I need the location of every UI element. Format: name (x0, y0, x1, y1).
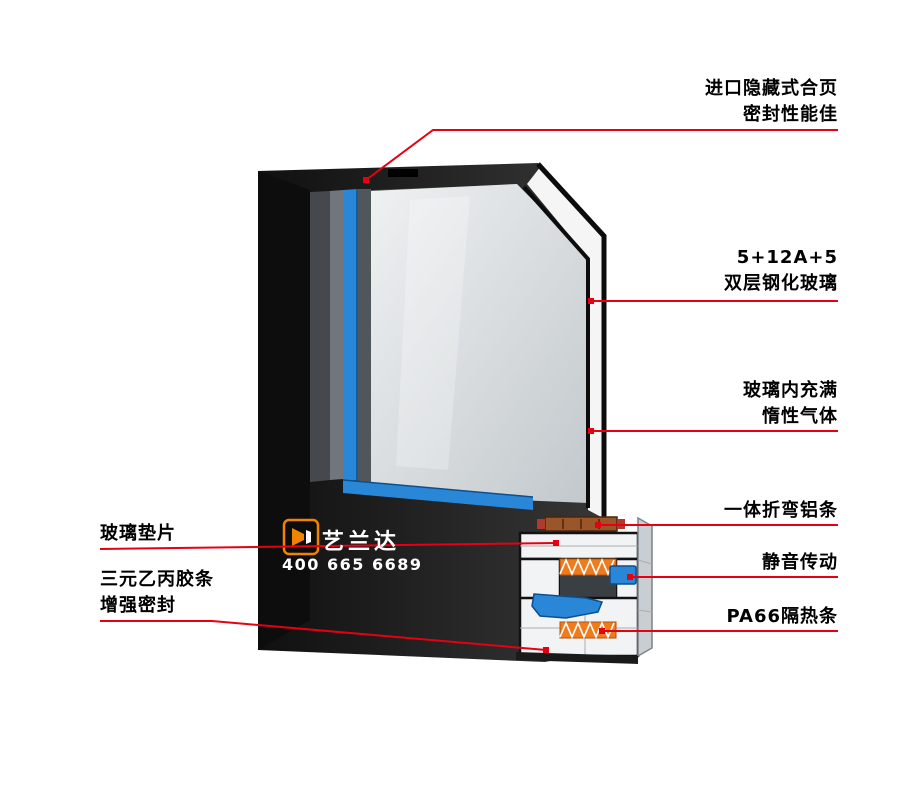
profile-bottom-lip (516, 652, 638, 664)
callout-text-line: 惰性气体 (762, 406, 838, 427)
callout-text-line: 密封性能佳 (743, 104, 838, 125)
callout-label-epdm: 三元乙丙胶条 增强密封 (100, 567, 214, 619)
marker-glass-spacer (553, 540, 559, 546)
aluminum-chamber-left (518, 557, 562, 601)
callout-label-glass: 5+12A+5 双层钢化玻璃 (724, 245, 838, 297)
marker-epdm (543, 647, 549, 653)
outer-pane-edge (536, 162, 607, 517)
callout-label-hinge: 进口隐藏式合页 密封性能佳 (705, 76, 838, 128)
callout-text-line: 进口隐藏式合页 (705, 78, 838, 99)
edge-strip-1 (310, 191, 330, 482)
glazing-edge-strips (310, 189, 371, 486)
callout-text-line: 一体折弯铝条 (724, 500, 838, 521)
marker-inert-gas (588, 428, 594, 434)
thermal-break-zigzag-upper (559, 557, 615, 577)
callout-text-line: 玻璃内充满 (743, 380, 838, 401)
callout-text-line: 三元乙丙胶条 (100, 569, 214, 590)
glass-pane-face (371, 184, 588, 503)
callout-lines (99, 129, 838, 651)
leader-hinge (365, 129, 838, 181)
callout-label-pa66: PA66隔热条 (726, 604, 838, 630)
bottom-profile-section (516, 516, 653, 664)
brand-name: 艺兰达 (322, 530, 401, 555)
edge-strip-3 (358, 189, 371, 486)
callout-label-silent-drive: 静音传动 (762, 550, 838, 576)
callout-text-line: 玻璃垫片 (100, 523, 176, 544)
end-cap-line (637, 609, 653, 613)
brand-phone: 400 665 6689 (282, 555, 423, 574)
callout-text-line: 5+12A+5 (736, 247, 838, 268)
marker-silent-drive (627, 574, 633, 580)
hidden-hinge-slot (388, 169, 418, 177)
marker-glass (588, 298, 594, 304)
marker-bent-aluminum (595, 522, 601, 528)
gasket-strip-edge (356, 189, 358, 481)
inner-pane-edge (522, 185, 590, 508)
marker-hinge (363, 177, 369, 183)
gasket-strip-top-edge (342, 479, 534, 498)
glass-unit (371, 162, 607, 518)
edge-strip-2 (330, 190, 343, 480)
marker-pa66 (599, 628, 605, 634)
callout-text-line: 增强密封 (100, 595, 176, 616)
end-cap-line (637, 559, 653, 565)
leader-epdm (100, 620, 547, 651)
callout-text-line: 静音传动 (762, 552, 838, 573)
brand-logo-icon (282, 518, 320, 556)
air-gap-band (527, 166, 603, 518)
sealant-left (537, 519, 545, 529)
profile-end-cap (637, 516, 653, 658)
gasket-strip-horizontal (343, 480, 533, 510)
callout-text-line: 双层钢化玻璃 (724, 273, 838, 294)
callout-label-inert-gas: 玻璃内充满 惰性气体 (743, 378, 838, 430)
callout-markers (363, 177, 633, 653)
blue-gasket-strip (342, 479, 534, 510)
glass-reflection (396, 196, 470, 470)
gasket-strip-vertical (343, 189, 358, 481)
callout-text-line: PA66隔热条 (726, 606, 838, 627)
drive-hardware (531, 593, 604, 619)
callout-label-glass-spacer: 玻璃垫片 (100, 521, 176, 547)
frame-left-jamb (258, 171, 310, 650)
leader-glass-spacer (99, 542, 557, 550)
callout-label-bent-aluminum: 一体折弯铝条 (724, 498, 838, 524)
